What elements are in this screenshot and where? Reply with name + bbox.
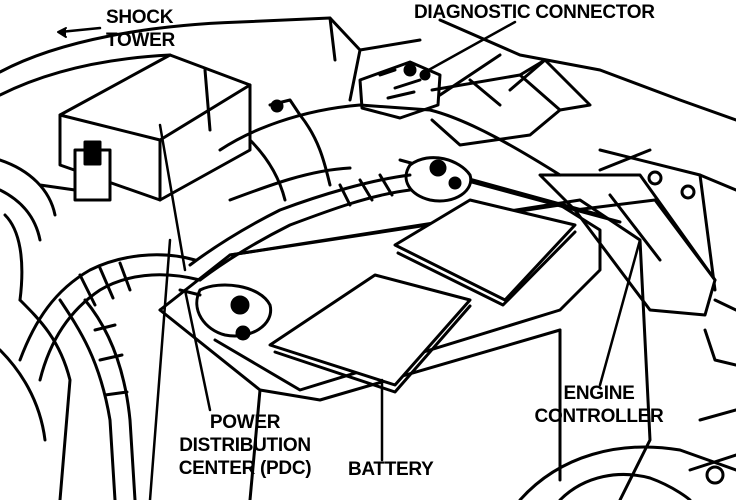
leader-pdc-1 [183, 288, 212, 412]
diagnostic-connector [358, 53, 592, 147]
battery-terminal-positive [178, 283, 273, 341]
shock-tower-label: SHOCK TOWER [106, 7, 175, 51]
engine-detail [518, 408, 736, 500]
leader-pdc-3 [158, 123, 187, 272]
pdc-box [58, 53, 252, 202]
battery [158, 158, 652, 500]
battery-cables [0, 173, 412, 500]
air-intake-duct [218, 98, 562, 202]
engine-controller-label: ENGINE CONTROLLER [534, 383, 664, 427]
firewall-outline [238, 16, 736, 367]
shock-tower [0, 20, 242, 302]
power-distribution-center-label: POWER DISTRIBUTION CENTER (PDC) [178, 412, 312, 479]
diagnostic-connector-label: DIAGNOSTIC CONNECTOR [414, 2, 655, 23]
leader-engine-controller [598, 238, 642, 387]
leader-lines [58, 20, 642, 500]
leader-diagnostic [423, 20, 517, 74]
battery-label: BATTERY [348, 459, 434, 480]
battery-terminal-negative [404, 156, 473, 203]
leader-pdc-2 [148, 238, 172, 500]
leader-shock-tower [58, 26, 102, 34]
